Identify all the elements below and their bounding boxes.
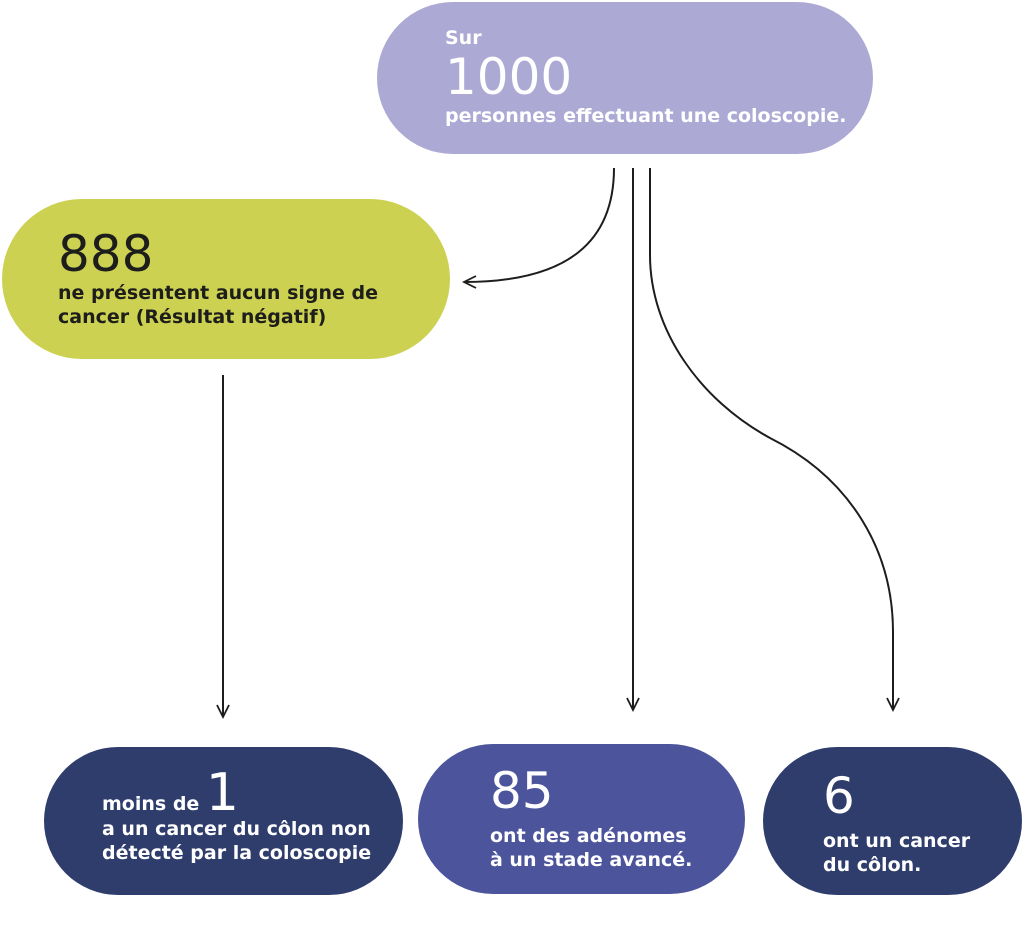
colon-cancer-pill: 6 ont un cancer du côlon.: [763, 747, 1022, 895]
negative-number: 888: [58, 225, 154, 283]
missed-description-line1: a un cancer du côlon non: [102, 818, 371, 840]
arrow-total-to-negative: [464, 167, 615, 282]
missed-lead: moins de 1: [102, 767, 403, 819]
total-number: 1000: [445, 48, 573, 106]
adenoma-number: 85: [490, 762, 554, 820]
missed-number: 1: [205, 763, 240, 823]
missed-prefix: moins de: [102, 793, 206, 815]
total-prefix: Sur: [445, 27, 482, 49]
adenoma-description-line2: à un stade avancé.: [490, 849, 693, 871]
adenoma-description-line1: ont des adénomes: [490, 825, 687, 847]
negative-result-pill: 888 ne présentent aucun signe de cancer …: [2, 199, 450, 359]
missed-description-line2: détecté par la coloscopie: [102, 842, 372, 864]
cancer-number: 6: [823, 767, 855, 825]
total-pill: Sur 1000 personnes effectuant une colosc…: [377, 2, 873, 154]
negative-description-line1: ne présentent aucun signe de: [58, 282, 379, 304]
cancer-description-line1: ont un cancer: [823, 830, 971, 852]
cancer-description-line2: du côlon.: [823, 854, 922, 876]
missed-cancer-pill: moins de 1 a un cancer du côlon non déte…: [44, 747, 403, 895]
negative-description-line2: cancer (Résultat négatif): [58, 306, 327, 328]
advanced-adenoma-pill: 85 ont des adénomes à un stade avancé.: [418, 744, 745, 894]
total-description: personnes effectuant une coloscopie.: [445, 105, 847, 127]
arrow-total-to-cancer: [649, 168, 893, 710]
